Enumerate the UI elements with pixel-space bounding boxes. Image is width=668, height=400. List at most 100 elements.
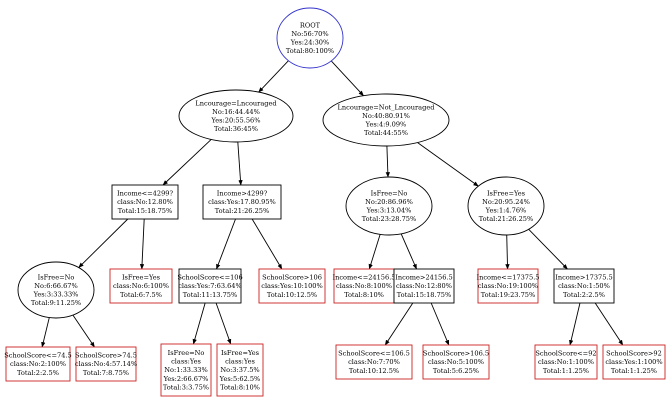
node-box	[111, 184, 179, 220]
node-stat: class:Yes:17.80.95%	[208, 198, 276, 206]
node-label: SchoolScore<=92	[535, 350, 596, 358]
node-stat: No:3:37.5%	[220, 366, 259, 374]
node-stat: class:Yes	[171, 358, 201, 366]
edge-inc_gt-to-ss_gt106	[251, 218, 283, 270]
leaf-box	[160, 343, 212, 397]
edge-enc-to-inc_gt	[237, 141, 243, 186]
node-stat: Total:3:3.75%	[163, 383, 209, 391]
leaf-box	[534, 344, 598, 380]
node-stat: Total:80:100%	[286, 47, 334, 55]
edge-ss_le106-to-isfree_no_c	[192, 302, 206, 345]
edge-inc_le-to-isfree_yes_leaf	[139, 218, 145, 270]
node-stat: class:No:4:57.14%	[75, 360, 137, 368]
node-stat: No:16:44.44%	[212, 108, 260, 116]
leaf-box	[5, 346, 71, 382]
node-stat: Total:6:7.5%	[120, 291, 162, 299]
node-stat: Total:10:12.5%	[349, 367, 399, 375]
node-stat: class:No:2:100%	[10, 360, 66, 368]
edge-root-to-enc	[258, 60, 289, 93]
leaf-box	[335, 344, 413, 380]
node-stat: Total:5:6.25%	[433, 367, 479, 375]
node-stat: Total:21:26.25%	[215, 207, 270, 215]
tree-node-enc: Lncourage=LncouragedNo:16:44.44%Yes:20:5…	[178, 89, 294, 143]
node-label: Income>4299?	[217, 190, 268, 198]
node-stat: Yes:3:33.33%	[33, 291, 79, 299]
node-stat: No:1:33.33%	[164, 366, 208, 374]
node-label: SchoolScore>74.5	[75, 352, 137, 360]
edge-inc_le-to-isfree_no_b	[78, 218, 129, 268]
tree-node-ss-gt1065: SchoolScore>106.5class:No:5:100%Total:5:…	[422, 344, 490, 380]
node-stat: class:No:12:80%	[396, 282, 452, 290]
node-label: SchoolScore<=106	[177, 274, 242, 282]
node-ellipse	[345, 176, 433, 236]
tree-node-isfree-no-a: IsFree=NoNo:20:86.96%Yes:3:13.04%Total:2…	[345, 176, 433, 236]
node-stat: Total:23:28.75%	[362, 215, 417, 223]
node-ellipse	[322, 93, 450, 147]
node-label: SchoolScore>106	[262, 274, 322, 282]
node-stat: Total:1:1.25%	[611, 367, 657, 375]
tree-node-ss-gt745: SchoolScore>74.5class:No:4:57.14%Total:7…	[75, 346, 137, 382]
node-box	[393, 268, 455, 304]
edge-ss_le106-to-isfree_yes_c	[215, 302, 232, 345]
node-label: Income>17375.5	[555, 274, 612, 282]
tree-node-ss-le92: SchoolScore<=92class:No:1:100%Total:1:1.…	[534, 344, 598, 380]
node-stat: class:No:12.80%	[117, 198, 173, 206]
tree-node-inc-gt: Income>4299?class:Yes:17.80.95%Total:21:…	[202, 184, 282, 220]
node-label: Income<=17375.5	[477, 274, 540, 282]
leaf-box	[333, 268, 395, 304]
edge-isfree_no_a-to-inc_gt24156	[400, 233, 417, 270]
node-stat: class:Yes	[225, 358, 255, 366]
node-stat: Total:2:2.5%	[563, 291, 605, 299]
node-stat: Yes:5:62.5%	[219, 375, 261, 383]
node-stat: Yes:2:66.67%	[163, 375, 209, 383]
node-stat: Total:19:23.75%	[481, 291, 536, 299]
node-stat: Total:2:2.5%	[17, 369, 59, 377]
node-stat: Total:9:11.25%	[31, 299, 81, 307]
node-stat: Total:21:26.25%	[479, 215, 534, 223]
node-stat: class:No:7:70%	[348, 358, 400, 366]
node-label: Lncourage=Not_Lncouraged	[338, 103, 436, 111]
node-stat: Total:15:18.75%	[397, 291, 452, 299]
node-label: IsFree=Yes	[221, 349, 260, 357]
node-stat: class:Yes:1:100%	[605, 358, 662, 366]
node-stat: class:Yes:10:100%	[261, 282, 322, 290]
node-stat: Total:7:8.75%	[83, 369, 129, 377]
node-stat: No:6:66.67%	[34, 282, 78, 290]
node-ellipse	[467, 176, 545, 236]
tree-node-ss-le745: SchoolScore<=74.5class:No:2:100%Total:2:…	[4, 346, 72, 382]
edge-inc_gt17375-to-ss_le92	[569, 302, 581, 346]
node-stat: class:No:5:100%	[428, 358, 484, 366]
tree-node-notenc: Lncourage=Not_LncouragedNo:40:80.91%Yes:…	[322, 93, 450, 147]
node-stat: class:No:1:100%	[538, 358, 594, 366]
tree-node-inc-gt24156: Income>24156.5class:No:12:80%Total:15:18…	[393, 268, 455, 304]
node-label: IsFree=No	[38, 273, 75, 281]
edge-isfree_no_b-to-ss_le745	[41, 317, 50, 348]
node-stat: No:20:95.24%	[482, 198, 530, 206]
node-stat: class:No:6:100%	[113, 282, 169, 290]
node-stat: No:56:70%	[291, 30, 328, 38]
node-label: IsFree=No	[168, 349, 205, 357]
tree-node-isfree-no-b: IsFree=NoNo:6:66.67%Yes:3:33.33%Total:9:…	[17, 261, 95, 319]
node-ellipse	[276, 7, 344, 69]
node-label: Lncourage=Lncouraged	[195, 99, 277, 107]
node-label: IsFree=No	[371, 189, 408, 197]
edge-inc_gt24156-to-ss_gt1065	[430, 302, 450, 346]
node-stat: Total:1:1.25%	[543, 367, 589, 375]
node-stat: Total:8:10%	[344, 291, 384, 299]
node-label: Income<=24156.5	[333, 274, 396, 282]
node-stat: Total:10:12.5%	[267, 291, 317, 299]
leaf-box	[258, 268, 326, 304]
node-stat: Total:36:45%	[214, 125, 258, 133]
node-stat: Yes:24:30%	[290, 39, 330, 47]
node-stat: class:Yes:7:63.64%	[178, 282, 242, 290]
node-label: Income>24156.5	[395, 274, 452, 282]
node-label: IsFree=Yes	[487, 189, 526, 197]
tree-node-isfree-yes-c: IsFree=Yesclass:YesNo:3:37.5%Yes:5:62.5%…	[216, 343, 264, 397]
tree-node-inc-le24156: Income<=24156.5class:No:8:100%Total:8:10…	[333, 268, 396, 304]
node-stat: Total:44:55%	[364, 129, 408, 137]
edge-notenc-to-isfree_no_a	[385, 145, 390, 178]
